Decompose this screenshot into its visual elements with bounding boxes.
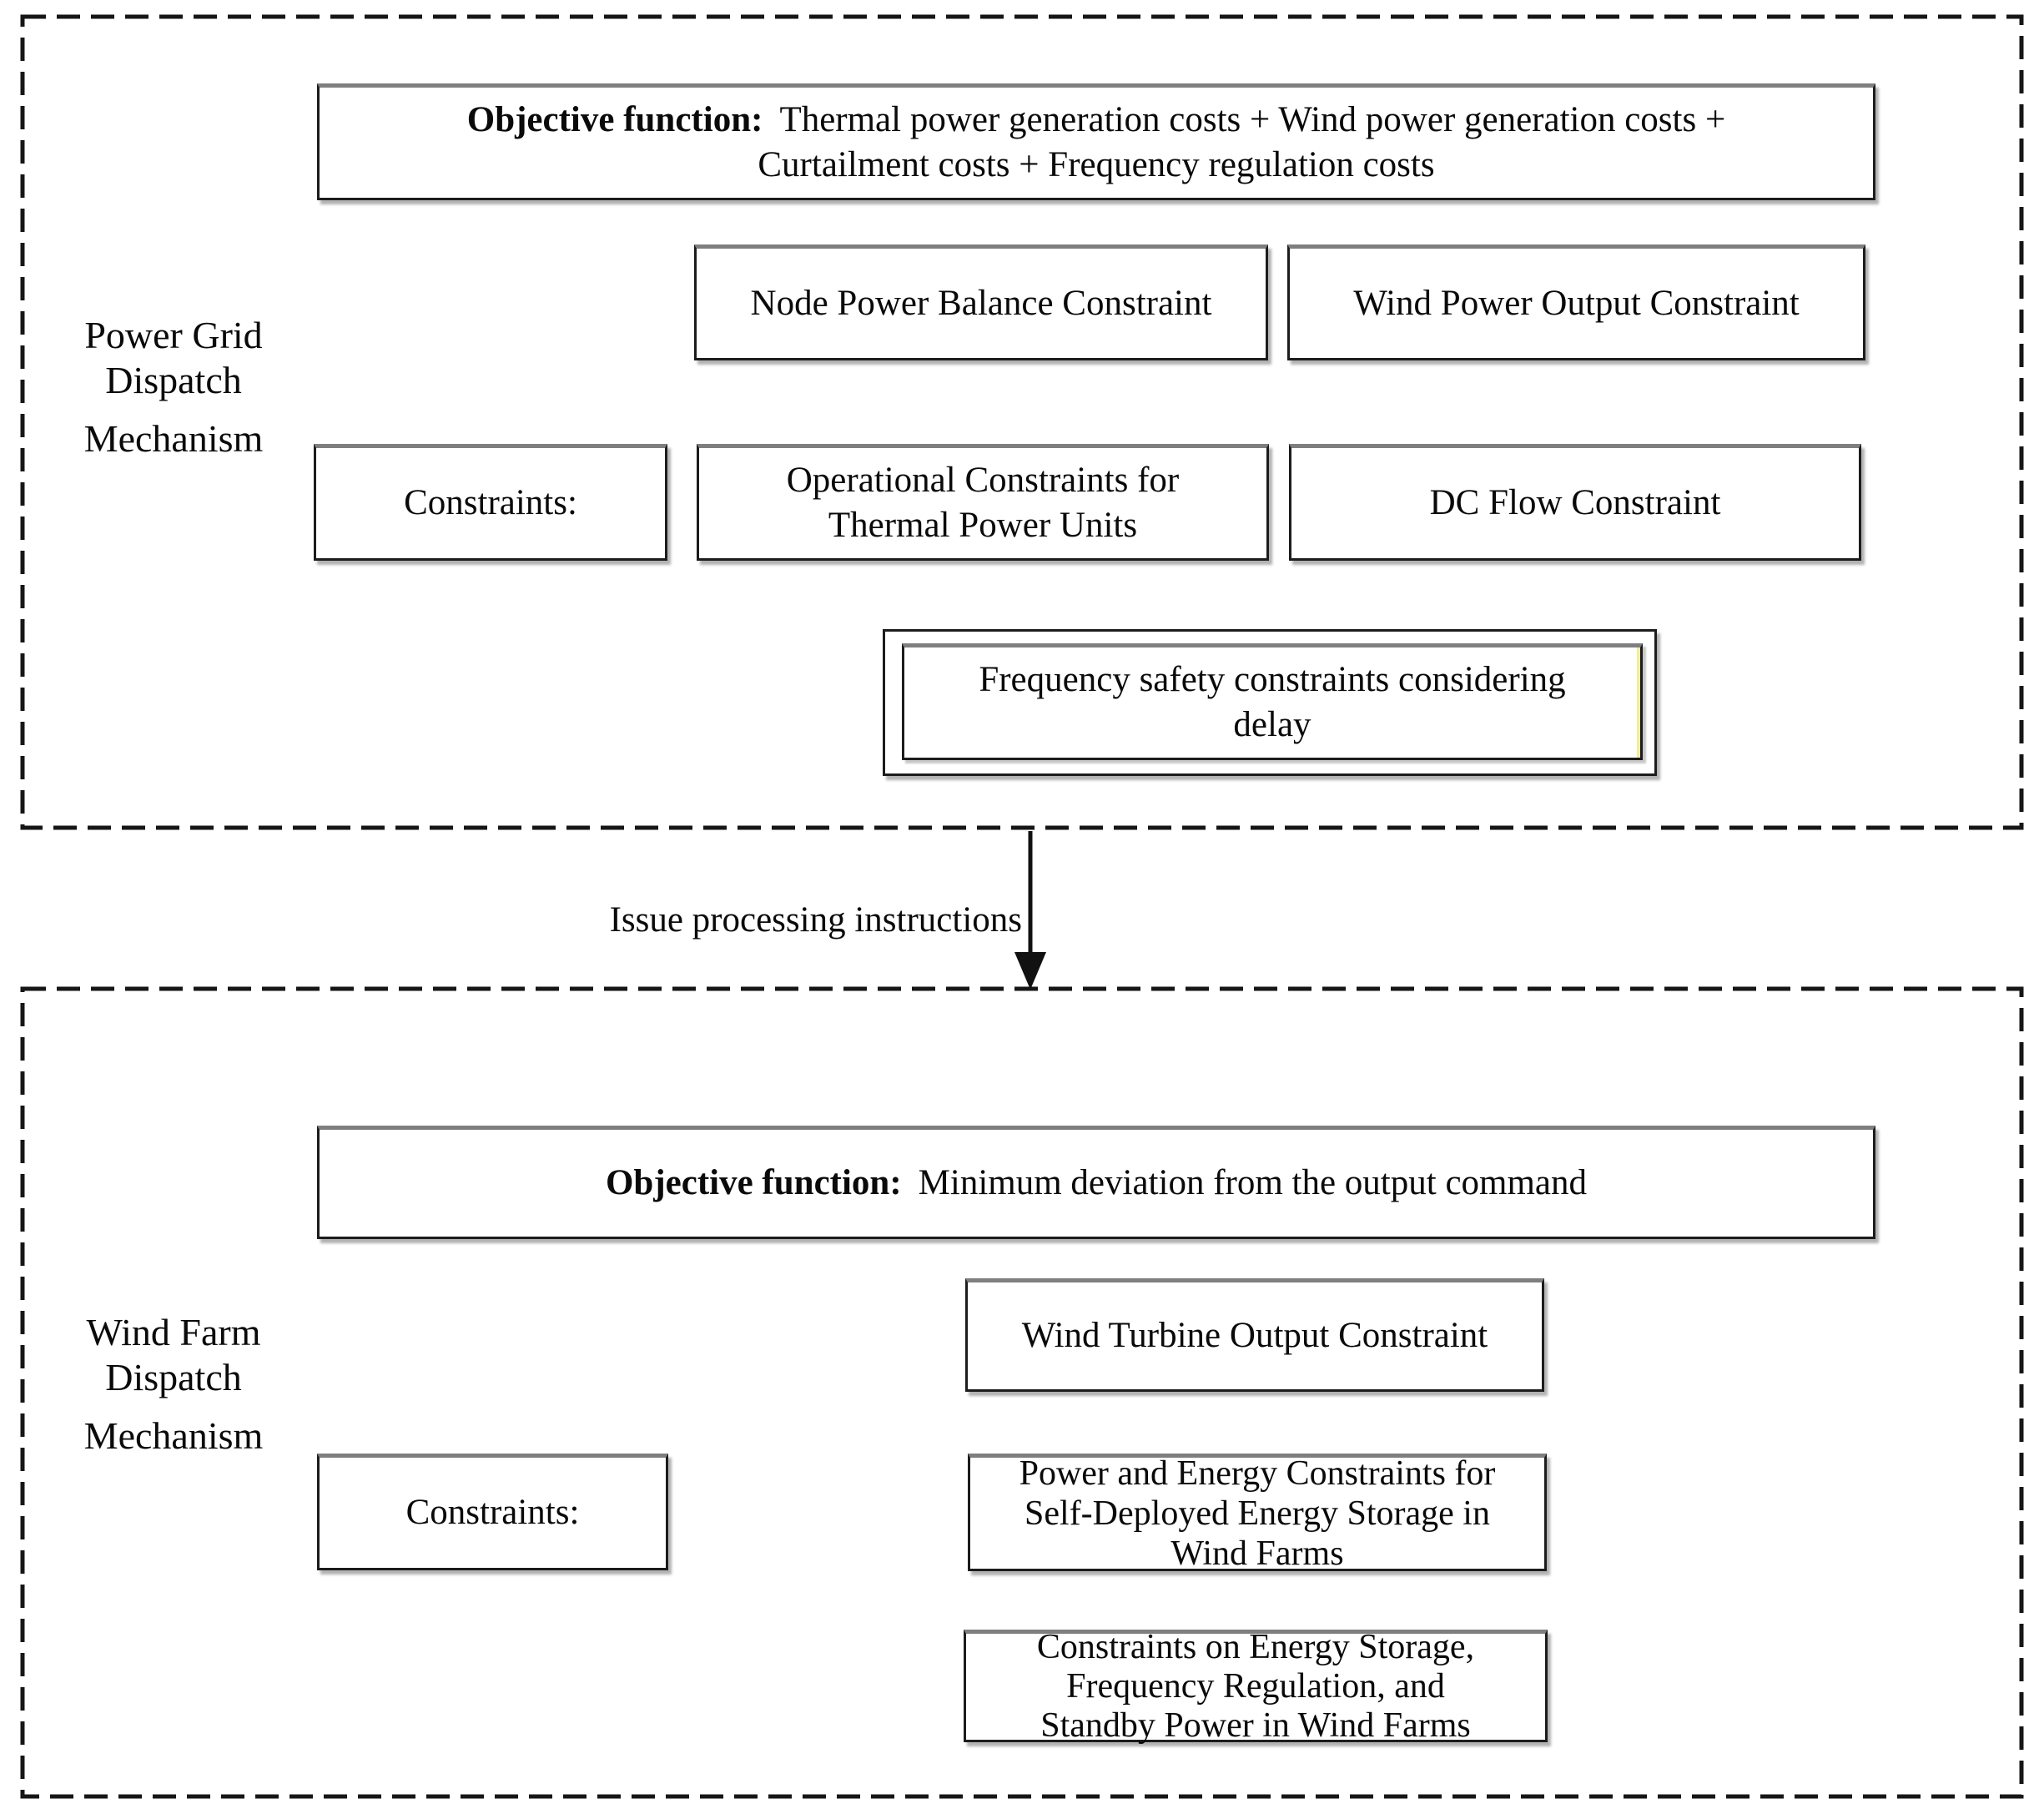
box-text-line: Frequency Regulation, and (1066, 1667, 1445, 1706)
section-label-line: Dispatch (105, 1356, 242, 1398)
dc-flow-constraint-box: DC Flow Constraint (1289, 444, 1861, 561)
storage-frequency-standby-constraints-box: Constraints on Energy Storage, Frequency… (964, 1628, 1548, 1745)
box-text-line: Operational Constraints for (786, 461, 1180, 500)
objective-function-label: Objective function: (466, 100, 763, 139)
box-text-line: Power and Energy Constraints for (1019, 1454, 1496, 1493)
farm-objective-function-box: Objective function: Minimum deviation fro… (317, 1126, 1875, 1239)
wind-farm-section-label: Wind Farm Dispatch Mechanism (57, 1310, 290, 1459)
node-power-balance-box: Node Power Balance Constraint (694, 244, 1268, 360)
box-text-line: Constraints on Energy Storage, (1036, 1628, 1475, 1666)
box-text: Node Power Balance Constraint (750, 283, 1212, 323)
frequency-safety-inner-box: Frequency safety constraints considering… (902, 643, 1643, 760)
power-grid-dashed-frame (20, 14, 2024, 830)
box-text: Wind Turbine Output Constraint (1021, 1316, 1488, 1355)
section-label-line: Dispatch (105, 359, 242, 401)
grid-objective-function-box: Objective function: Thermal power generat… (317, 83, 1875, 200)
box-text: Constraints: (405, 1493, 580, 1532)
objective-line: Objective function: Minimum deviation fro… (606, 1161, 1587, 1206)
connector-arrow-head (1014, 952, 1046, 990)
box-text: Constraints: (404, 483, 577, 522)
objective-function-label: Objective function: (605, 1163, 902, 1202)
objective-text: Minimum deviation from the output comman… (918, 1163, 1588, 1202)
section-label-line: Mechanism (83, 417, 264, 460)
section-label-line: Mechanism (83, 1414, 264, 1457)
grid-constraints-label-box: Constraints: (314, 444, 667, 561)
operational-thermal-constraints-box: Operational Constraints for Thermal Powe… (697, 444, 1269, 561)
box-text-line: Standby Power in Wind Farms (1040, 1706, 1471, 1745)
section-label-line: Power Grid (84, 314, 263, 356)
objective-line: Curtailment costs + Frequency regulation… (758, 145, 1435, 184)
box-text: Wind Power Output Constraint (1353, 283, 1800, 323)
objective-line: Objective function: Thermal power generat… (467, 98, 1725, 143)
wind-power-output-box: Wind Power Output Constraint (1287, 244, 1865, 360)
power-energy-storage-constraints-box: Power and Energy Constraints for Self-De… (968, 1454, 1547, 1573)
objective-text: Thermal power generation costs + Wind po… (779, 100, 1726, 139)
power-grid-section-label: Power Grid Dispatch Mechanism (57, 313, 290, 461)
frequency-safety-outer-box: Frequency safety constraints considering… (883, 629, 1657, 776)
wind-farm-dashed-frame (20, 986, 2024, 1799)
section-label-line: Wind Farm (86, 1311, 261, 1353)
box-text-line: Self-Deployed Energy Storage in (1025, 1494, 1490, 1533)
farm-constraints-label-box: Constraints: (317, 1454, 668, 1570)
box-text-line: delay (1233, 705, 1311, 744)
box-text: DC Flow Constraint (1429, 483, 1721, 522)
wind-turbine-output-box: Wind Turbine Output Constraint (965, 1278, 1544, 1392)
box-text-line: Wind Farms (1171, 1534, 1344, 1573)
box-text-line: Thermal Power Units (828, 506, 1138, 545)
connector-label: Issue processing instructions (609, 900, 1022, 940)
box-text-line: Frequency safety constraints considering (979, 660, 1566, 699)
